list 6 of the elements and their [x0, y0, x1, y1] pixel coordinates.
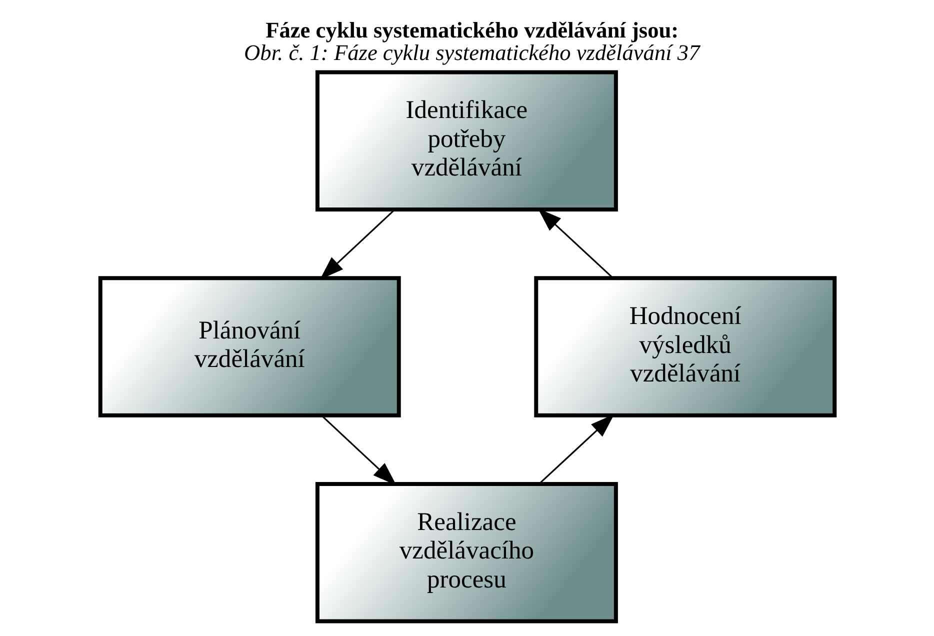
node-box: Identifikace potřeby vzdělávání — [314, 70, 618, 212]
arrow — [538, 414, 614, 484]
node-box: Hodnocení výsledků vzdělávání — [534, 276, 836, 418]
node-box: Plánování vzdělávání — [98, 276, 400, 418]
node-box: Realizace vzdělávacího procesu — [314, 482, 618, 624]
diagram-title: Fáze cyklu systematického vzdělávání jsou: — [265, 17, 678, 42]
